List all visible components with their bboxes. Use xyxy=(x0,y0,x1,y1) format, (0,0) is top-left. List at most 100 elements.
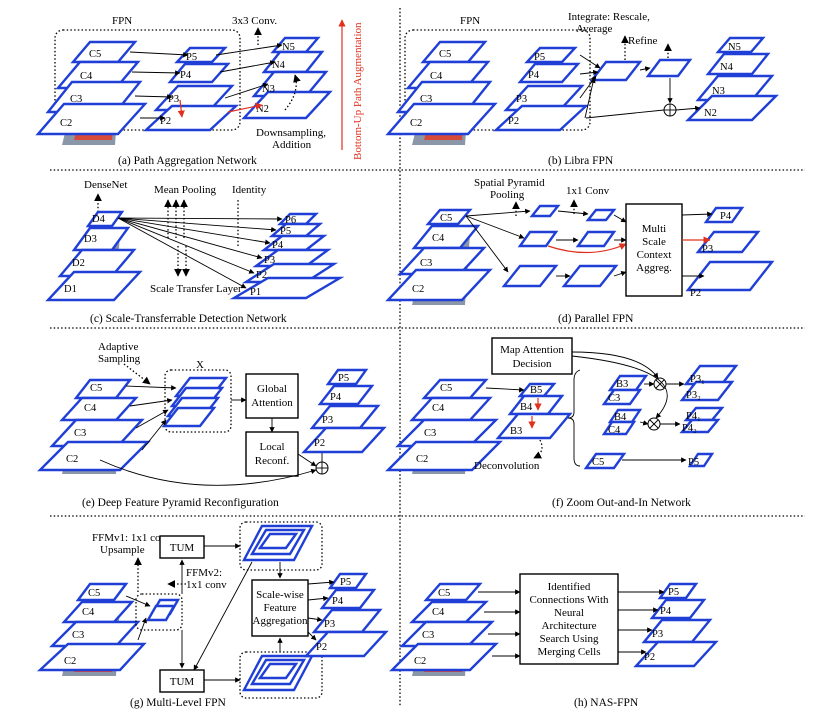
c5-label: C5 xyxy=(440,213,452,224)
c5-label: C5 xyxy=(438,588,450,599)
c2-label: C2 xyxy=(412,284,424,295)
caption-b: (b) Libra FPN xyxy=(548,155,614,167)
global-attention-box xyxy=(245,373,299,419)
c3-label: C3 xyxy=(420,94,432,105)
c2-label: C2 xyxy=(66,454,78,465)
map-attention-box xyxy=(491,337,573,375)
d4-label: D4 xyxy=(92,214,106,225)
nas-line-6: Merging Cells xyxy=(537,646,600,658)
tum-bottom-box xyxy=(159,669,205,693)
p4-label: P4 xyxy=(720,211,732,222)
c3-label: C3 xyxy=(72,630,84,641)
ffmv1-label-2: Upsample xyxy=(100,544,145,556)
p3-label: P3 xyxy=(322,415,333,426)
integrate-map xyxy=(589,60,643,82)
caption-g: (g) Multi-Level FPN xyxy=(130,697,227,709)
p5-out-label: P5 xyxy=(688,457,699,468)
caption-e: (e) Deep Feature Pyramid Reconfiguration xyxy=(82,497,279,509)
nas-line-3: Neural xyxy=(554,607,584,619)
c5-label: C5 xyxy=(88,588,100,599)
ffmv1-label-1: FFMv1: 1x1 conv, xyxy=(92,532,174,544)
bottom-up-label: Bottom-Up Path Augmentation xyxy=(352,22,364,160)
p3-2-label: P3₂ xyxy=(686,390,701,401)
ffmv2-label-2: 1x1 conv xyxy=(186,579,227,591)
c3-label: C3 xyxy=(420,258,432,269)
decision-label: Decision xyxy=(512,358,552,370)
c2-label: C2 xyxy=(60,118,72,129)
p3-label: P3 xyxy=(702,244,713,255)
local-reconf-box xyxy=(245,431,299,477)
tum-bottom-label: TUM xyxy=(170,676,195,688)
fpn-dotted-box xyxy=(54,29,241,131)
densenet-label: DenseNet xyxy=(84,179,127,191)
box-line-2: Scale xyxy=(642,236,666,248)
panel-b: FPN Integrate: Rescale, Average Refine C… xyxy=(385,11,779,167)
refine-map xyxy=(645,58,693,78)
p3-1-label: P3₁ xyxy=(690,374,705,385)
nas-line-5: Search Using xyxy=(540,633,599,645)
c3-label: C3 xyxy=(422,630,434,641)
c2-label: C2 xyxy=(414,656,426,667)
p4-label: P4 xyxy=(528,70,540,81)
p3-label: P3 xyxy=(324,619,335,630)
b4-label: B4 xyxy=(520,402,533,413)
n3-label: N3 xyxy=(712,86,725,97)
b5-label: B5 xyxy=(530,385,542,396)
caption-d: (d) Parallel FPN xyxy=(558,313,634,325)
spp-label-2: Pooling xyxy=(490,189,525,201)
conv-label: 1x1 Conv xyxy=(566,185,610,197)
fpn-dotted-box xyxy=(404,29,591,131)
panel-c: DenseNet Mean Pooling Identity D4 D3 D2 … xyxy=(45,179,345,325)
p4-label: P4 xyxy=(180,70,192,81)
panel-a: FPN 3x3 Conv. C5 C4 C3 C2 P5 P4 P3 P2 N5… xyxy=(35,15,364,167)
nas-line-1: Identified xyxy=(548,581,591,593)
box-line-3: Context xyxy=(637,249,672,261)
b3-label: B3 xyxy=(510,426,522,437)
tum-bottom-output-box xyxy=(239,651,323,699)
addition-label: Addition xyxy=(272,139,312,151)
mean-pooling-label: Mean Pooling xyxy=(154,184,217,196)
c5-label: C5 xyxy=(90,383,102,394)
fpn-label: FPN xyxy=(112,15,132,27)
n5-label: N5 xyxy=(728,42,741,53)
c2-label: C2 xyxy=(64,656,76,667)
d1-label: D1 xyxy=(64,284,77,295)
adaptive-label-1: Adaptive xyxy=(98,341,138,353)
c3-label: C3 xyxy=(74,428,86,439)
panel-g: FFMv1: 1x1 conv, Upsample FFMv2: 1x1 con… xyxy=(36,521,389,709)
p3-label: P3 xyxy=(168,94,179,105)
downsampling-label: Downsampling, xyxy=(256,127,326,139)
p6-label: P6 xyxy=(285,215,296,226)
local-label: Local xyxy=(259,441,284,453)
p5-label: P5 xyxy=(338,373,349,384)
caption-a: (a) Path Aggregation Network xyxy=(118,155,257,167)
p2-label: P2 xyxy=(508,116,519,127)
p4-label: P4 xyxy=(330,392,342,403)
d3-label: D3 xyxy=(84,234,97,245)
p2-label: P2 xyxy=(256,270,267,281)
c5-label: C5 xyxy=(440,383,452,394)
p4-2-label: P4₂ xyxy=(682,423,697,434)
c3-label: C3 xyxy=(424,428,436,439)
box-line-1: Multi xyxy=(642,223,666,235)
tum-top-label: TUM xyxy=(170,542,195,554)
p4-1-label: P4₁ xyxy=(686,411,701,422)
box-line-4: Aggreg. xyxy=(636,262,672,274)
c4-label: C4 xyxy=(430,71,443,82)
n5-label: N5 xyxy=(282,42,295,53)
p4-label: P4 xyxy=(332,596,344,607)
sfa-line-2: Feature xyxy=(264,602,297,614)
c5-label: C5 xyxy=(439,49,451,60)
identity-label: Identity xyxy=(232,184,267,196)
c2-label: C2 xyxy=(410,118,422,129)
n4-label: N4 xyxy=(720,62,734,73)
map-attention-label: Map Attention xyxy=(500,344,564,356)
multi-scale-context-box xyxy=(625,203,683,297)
p3-label: P3 xyxy=(264,255,275,266)
scale-wise-aggregation-box xyxy=(251,579,309,637)
c4-label: C4 xyxy=(82,607,95,618)
c4-label: C4 xyxy=(432,607,445,618)
x-label: X xyxy=(196,359,204,371)
